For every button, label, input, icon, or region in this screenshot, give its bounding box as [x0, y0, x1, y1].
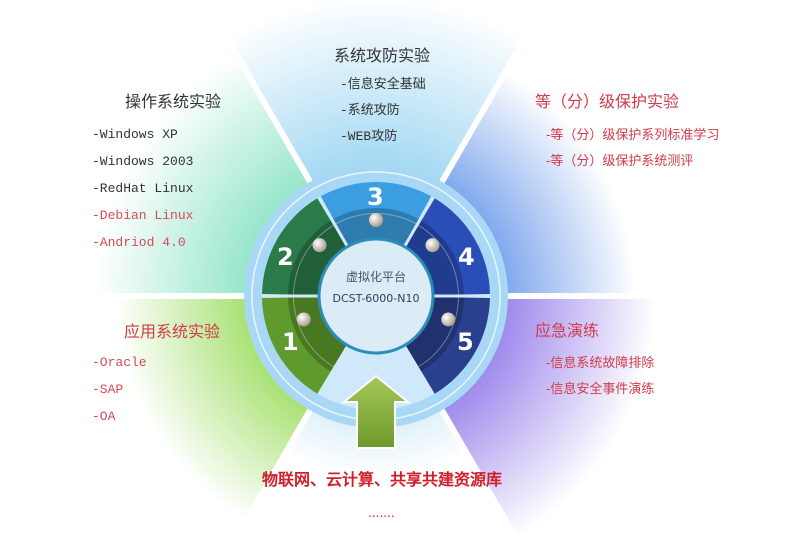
emergency-item: -信息安全事件演练 [546, 382, 655, 397]
app-item: -OA [92, 409, 116, 424]
os-item: -Windows XP [92, 127, 178, 142]
grade-item: -等（分）级保护系统测评 [546, 154, 694, 169]
segment-number-2: 2 [277, 243, 294, 271]
bottom-ellipsis: ....... [368, 506, 395, 520]
emergency-item: -信息系统故障排除 [546, 356, 655, 371]
segment-ball-icon [312, 238, 327, 253]
os-item: -Debian Linux [92, 208, 194, 223]
attack-item: -系统攻防 [340, 103, 400, 118]
center-model: DCST-6000-N10 [332, 292, 420, 305]
attack-item: -WEB攻防 [340, 129, 398, 144]
segment-ball-icon [296, 312, 311, 327]
segment-track [335, 213, 417, 225]
grade-item: -等（分）级保护系列标准学习 [546, 128, 720, 143]
background-wedge-top [205, 0, 547, 296]
center-title: 虚拟化平台 [345, 270, 406, 284]
os-item: -RedHat Linux [92, 181, 194, 196]
segment-gap [317, 196, 350, 250]
os-section-title: 操作系统实验 [125, 92, 222, 111]
os-item: -Andriod 4.0 [92, 235, 186, 250]
app-item: -Oracle [92, 355, 147, 370]
attack-section-title: 系统攻防实验 [334, 46, 431, 65]
segment-number-1: 1 [282, 328, 299, 356]
segment-number-5: 5 [457, 328, 474, 356]
os-item: -Windows 2003 [92, 154, 194, 169]
app-item: -SAP [92, 382, 124, 397]
segment-gap [402, 196, 435, 250]
segment-ball-icon [369, 213, 383, 227]
segment-number-4: 4 [458, 243, 475, 271]
segment-inner-band [288, 220, 348, 296]
center-circle [317, 237, 435, 355]
grade-section-title: 等（分）级保护实验 [535, 92, 680, 111]
up-arrow-icon [341, 374, 411, 449]
attack-item: -信息安全基础 [340, 77, 426, 92]
emergency-section-title: 应急演练 [535, 321, 600, 340]
segment-ball-icon [441, 312, 456, 327]
app-section-title: 应用系统实验 [124, 322, 221, 341]
segment-ball-icon [425, 238, 440, 253]
segment-inner-band [333, 208, 419, 248]
bottom-resource-label: 物联网、云计算、共享共建资源库 [262, 470, 503, 489]
segment-number-3: 3 [367, 183, 384, 211]
segment-inner-band [404, 220, 464, 296]
